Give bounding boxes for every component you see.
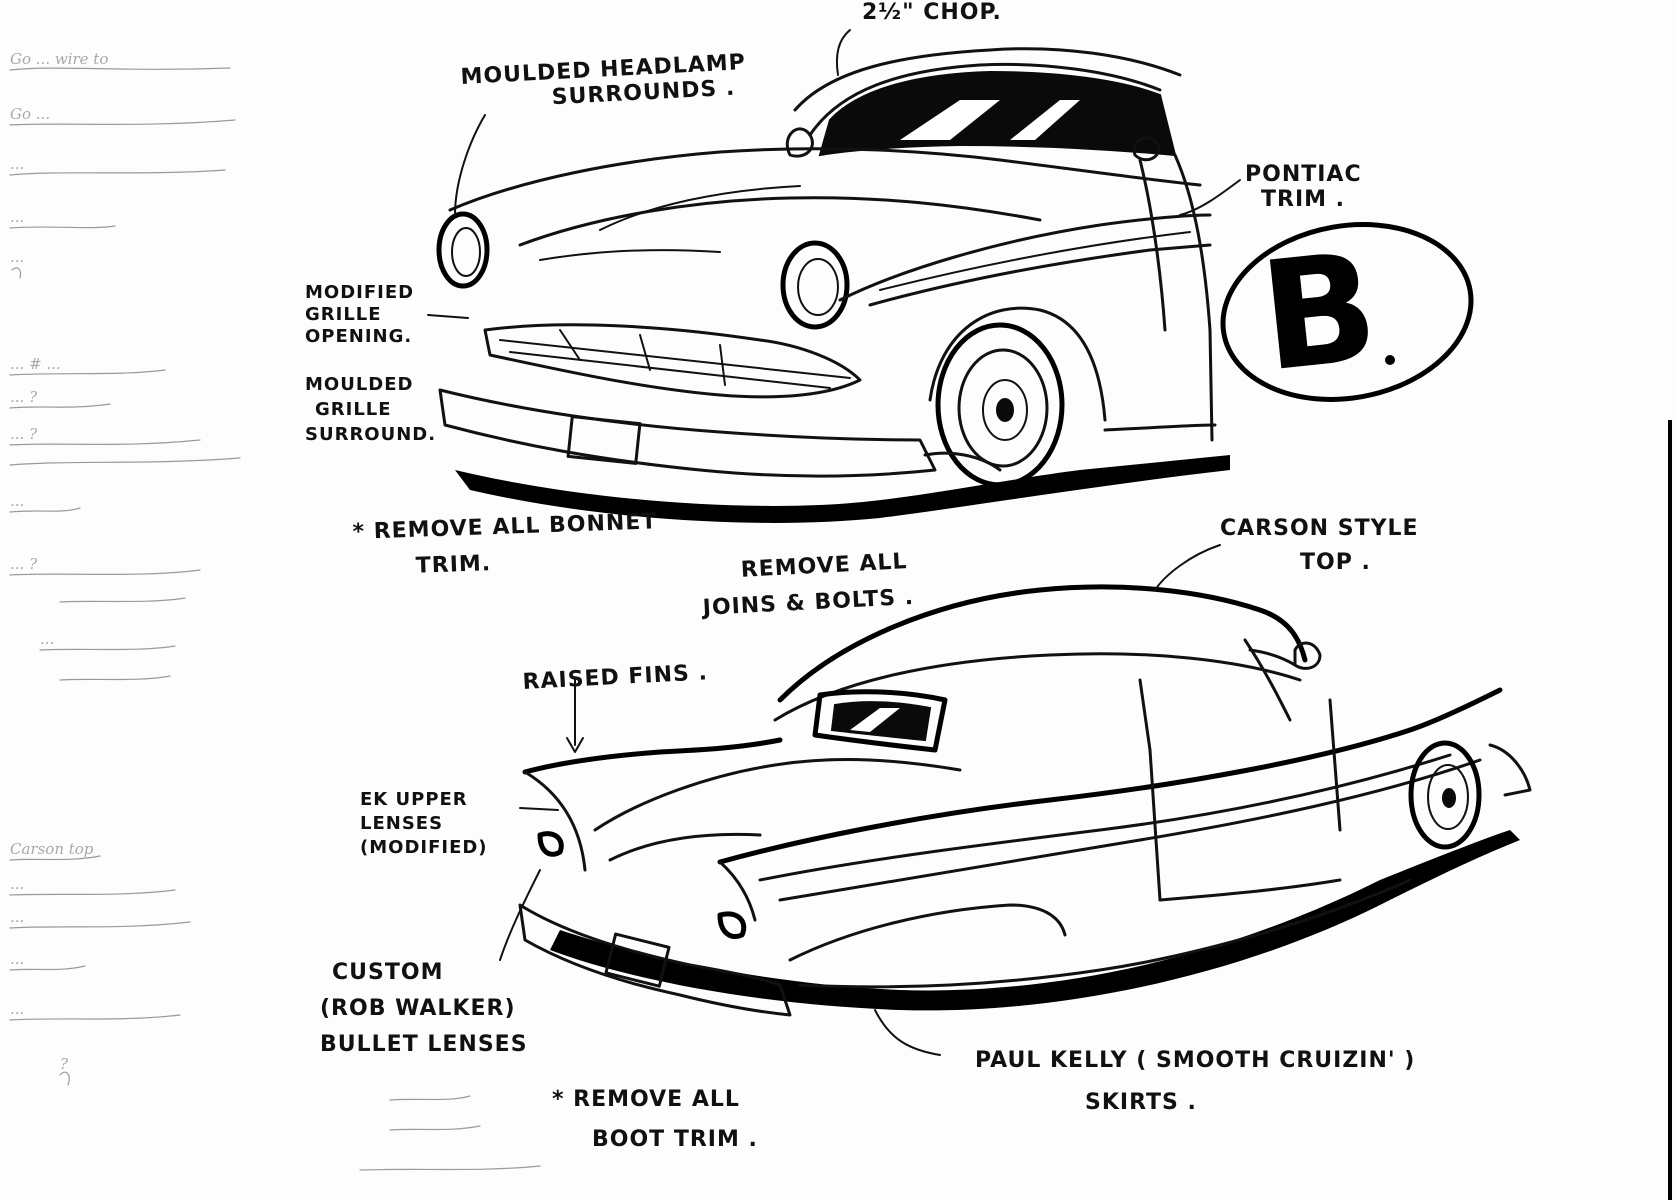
rear-car-shadow (550, 830, 1520, 1011)
rear-car-license-plate (604, 932, 671, 988)
rear-car-fin-right (717, 687, 1503, 865)
pencil-note: Carson top (10, 840, 94, 858)
label-custom-bullet-line3: BULLET LENSES (320, 1032, 528, 1057)
label-modified-grille: MODIFIED GRILLE OPENING. (305, 282, 414, 348)
rear-car-upper-lens (537, 831, 564, 857)
rear-car-skirt (788, 903, 1067, 962)
view-badge-oval (1220, 222, 1474, 402)
label-ek-lenses-line3: (MODIFIED) (360, 837, 488, 858)
pencil-note: ... (10, 1000, 25, 1018)
label-carson-top-line2: TOP . (1300, 550, 1371, 575)
label-pontiac-trim-line2: TRIM . (1261, 187, 1346, 212)
pencil-note: ... ? (10, 425, 38, 443)
front-car-windscreen (818, 70, 1177, 157)
pencil-note: ... ? (10, 555, 38, 573)
label-ek-lenses-line2: LENSES (360, 813, 444, 834)
label-paul-kelly-line1: PAUL KELLY ( SMOOTH CRUIZIN' ) (975, 1048, 1416, 1073)
rear-car-rear-window (812, 689, 948, 753)
label-ek-lenses-line1: EK UPPER (360, 789, 468, 810)
leader-lines (427, 29, 1241, 1056)
pencil-note: Go ... (10, 105, 51, 123)
label-modified-grille-line3: OPENING. (305, 326, 413, 347)
label-modified-grille-line2: GRILLE (305, 304, 382, 325)
label-paul-kelly: PAUL KELLY ( SMOOTH CRUIZIN' ) SKIRTS . (975, 1040, 1415, 1124)
pencil-scribbles (9, 67, 541, 1171)
front-view-car (436, 47, 1230, 523)
pencil-note: ? (60, 1055, 69, 1073)
rear-car-body-side (778, 758, 1482, 902)
front-car-roof (793, 47, 1182, 112)
label-moulded-grille-surround-line3: SURROUND. (305, 424, 437, 445)
label-remove-boot-trim-line1: * REMOVE ALL (552, 1087, 740, 1112)
label-chop: 2½" CHOP. (862, 0, 1002, 25)
label-remove-joins: REMOVE ALL JOINS & BOLTS . (700, 544, 915, 627)
label-paul-kelly-line2: SKIRTS . (1085, 1090, 1197, 1115)
rear-car-trunk (593, 758, 962, 832)
front-car-headlamp-left (436, 211, 490, 289)
pencil-note: ... ? (10, 388, 38, 406)
front-car-license-plate (566, 415, 642, 465)
label-ek-lenses: EK UPPER LENSES (MODIFIED) (360, 788, 488, 860)
pencil-note: ... (10, 248, 25, 266)
rear-car-carson-top (777, 584, 1308, 703)
label-pontiac-trim-line1: PONTIAC (1245, 162, 1362, 187)
front-car-headlamp-right (780, 240, 850, 330)
label-remove-bonnet-trim: * REMOVE ALL BONNET TRIM. (352, 504, 659, 587)
front-car-shadow (455, 455, 1230, 523)
view-badge-letter: B (1253, 220, 1386, 406)
front-car-wheel (935, 322, 1065, 488)
pencil-note: ... (10, 492, 25, 510)
label-moulded-grille-surround-line1: MOULDED (305, 374, 414, 395)
pencil-note: ... (10, 950, 25, 968)
label-remove-boot-trim-line2: BOOT TRIM . (592, 1127, 758, 1152)
label-pontiac-trim: PONTIAC TRIM . (1245, 162, 1362, 212)
label-custom-bullet-line1: CUSTOM (332, 960, 444, 985)
pencil-note: ... (10, 875, 25, 893)
label-carson-top-line1: CARSON STYLE (1220, 516, 1419, 541)
label-moulded-grille-surround: MOULDED GRILLE SURROUND. (305, 372, 436, 447)
rear-car-bumper (518, 903, 792, 1017)
label-modified-grille-line1: MODIFIED (305, 282, 415, 303)
front-car-hood (448, 147, 1202, 212)
label-moulded-grille-surround-line2: GRILLE (315, 399, 392, 420)
pencil-note: ... (10, 155, 25, 173)
pencil-note: ... (40, 630, 55, 648)
scan-edge-bar (1668, 420, 1672, 1200)
rear-car-bullet-lens (717, 911, 747, 939)
pencil-note: Go ... wire to (10, 50, 109, 68)
rear-car-front-wheel (1408, 740, 1482, 850)
front-car-grille (483, 323, 862, 399)
label-custom-bullet-line2: (ROB WALKER) (320, 996, 516, 1021)
label-carson-top: CARSON STYLE TOP . (1220, 512, 1419, 580)
label-custom-bullet: CUSTOM (ROB WALKER) BULLET LENSES (320, 955, 528, 1063)
rear-view-car (518, 584, 1532, 1017)
front-car-body-side (838, 213, 1212, 302)
label-remove-boot-trim: * REMOVE ALL BOOT TRIM . (552, 1080, 758, 1160)
pencil-note: ... (10, 208, 25, 226)
front-car-bumper (438, 388, 937, 478)
rear-car-fin-left (522, 737, 783, 775)
pencil-note: ... (10, 908, 25, 926)
pencil-note: ... # ... (10, 355, 61, 373)
